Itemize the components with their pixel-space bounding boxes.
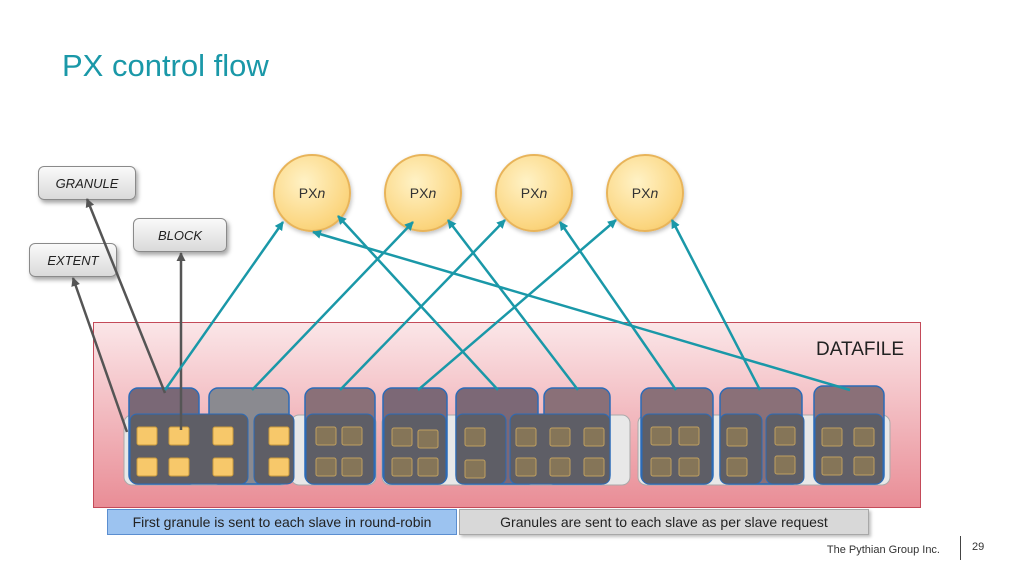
empty-block (315, 457, 337, 477)
flow-arrow (417, 219, 617, 391)
empty-block (315, 426, 337, 446)
empty-block (774, 455, 796, 475)
empty-block (341, 426, 363, 446)
flow-arrow (337, 215, 499, 391)
granule-label: GRANULE (38, 166, 136, 200)
empty-block (650, 426, 672, 446)
filled-block (168, 457, 190, 477)
empty-block (821, 427, 843, 447)
round-robin-caption: First granule is sent to each slave in r… (107, 509, 457, 535)
empty-block (549, 457, 571, 477)
empty-block (417, 429, 439, 449)
empty-block (821, 456, 843, 476)
page-title: PX control flow (62, 48, 269, 83)
empty-block (464, 427, 486, 447)
granule-pointer (85, 198, 167, 394)
filled-blocks (136, 426, 290, 477)
filled-block (212, 457, 234, 477)
extent-pointer (71, 277, 129, 433)
extent-label: EXTENT (29, 243, 117, 277)
empty-block (515, 457, 537, 477)
page-number: 29 (972, 541, 985, 553)
filled-block (268, 457, 290, 477)
empty-block (853, 427, 875, 447)
block-label: BLOCK (133, 218, 227, 252)
empty-block (391, 457, 413, 477)
slave-request-caption: Granules are sent to each slave as per s… (459, 509, 869, 535)
block-panels (129, 413, 884, 485)
flow-arrow (339, 219, 506, 391)
empty-block (549, 427, 571, 447)
empty-block (464, 459, 486, 479)
flow-arrow (251, 221, 414, 391)
filled-block (168, 426, 190, 446)
empty-block (678, 457, 700, 477)
footer-company: The Pythian Group Inc. (826, 544, 940, 556)
flow-arrow (312, 229, 851, 392)
filled-block (268, 426, 290, 446)
flow-arrows (163, 215, 851, 392)
empty-block (726, 427, 748, 447)
datafile-label: DATAFILE (816, 339, 904, 360)
empty-block (726, 457, 748, 477)
empty-block (583, 457, 605, 477)
empty-block (515, 427, 537, 447)
label-pointers (71, 198, 186, 433)
empty-block (678, 426, 700, 446)
flow-arrow (558, 221, 678, 391)
empty-block (583, 427, 605, 447)
filled-block (212, 426, 234, 446)
empty-block (391, 427, 413, 447)
filled-block (136, 426, 158, 446)
empty-block (650, 457, 672, 477)
empty-block (853, 456, 875, 476)
flow-arrow (670, 219, 762, 391)
footer-divider (960, 536, 961, 560)
flow-arrow (163, 221, 285, 391)
empty-block (341, 457, 363, 477)
filled-block (136, 457, 158, 477)
empty-block (417, 457, 439, 477)
empty-blocks (315, 426, 875, 479)
empty-block (774, 426, 796, 446)
flow-arrow (447, 219, 579, 391)
